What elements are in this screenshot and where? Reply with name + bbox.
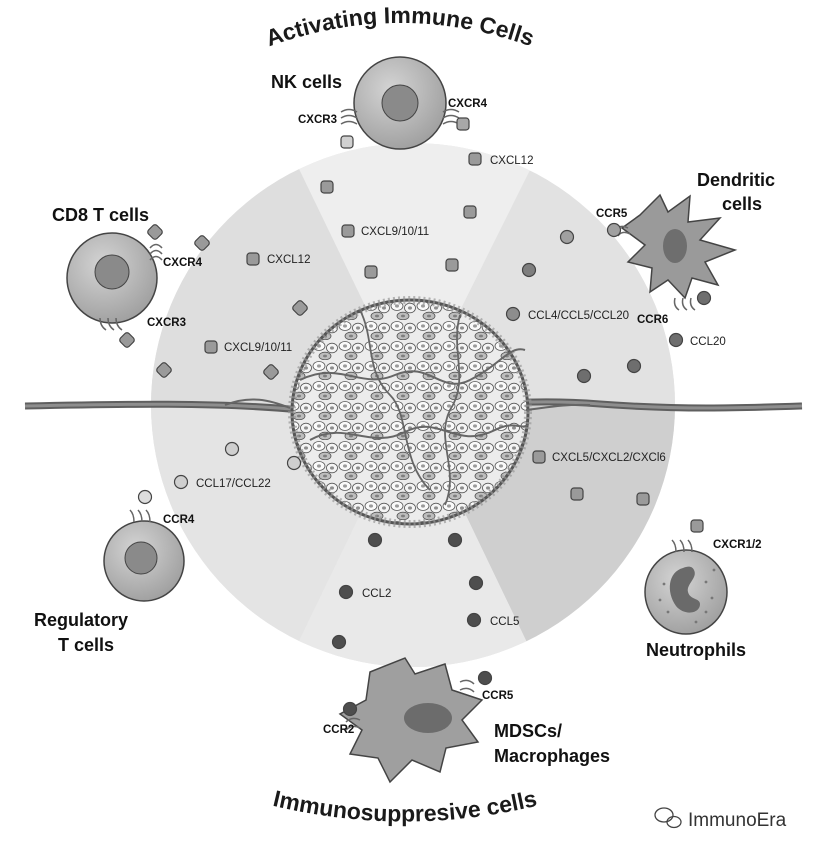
label-ccl5-mdsc: CCL5 [490,616,519,628]
cd8-receptor-cxcr3: CXCR3 [147,317,186,329]
mdsc-receptor-ccr5: CCR5 [482,690,514,702]
dc-receptor-ccr6: CCR6 [637,314,668,326]
label-ccl20-dc: CCL20 [690,336,726,348]
label-cxcl9-nk: CXCL9/10/11 [361,226,429,238]
neutrophil-cell [644,539,728,635]
nk-cell [340,56,460,150]
mdsc-receptor-ccr2: CCR2 [323,724,354,736]
neutrophil-label: Neutrophils [646,640,746,660]
mdsc-cell [338,657,484,784]
dc-receptor-ccr5: CCR5 [596,208,628,220]
receptor-icon [671,539,693,553]
sector-mdsc [280,405,545,667]
cd8-receptor-cxcr4: CXCR4 [163,257,203,269]
receptor-icon [340,108,460,125]
receptor-icon [99,243,163,331]
mdsc-label-1: MDSCs/ [494,721,562,741]
treg-receptor-ccr4: CCR4 [163,514,195,526]
chemokines-squares [119,117,704,533]
treg-cell [103,509,185,602]
watermark: ImmunoEra [654,807,787,831]
neutrophil-receptor-cxcr12: CXCR1/2 [713,539,762,551]
granules [658,568,716,624]
mdsc-label-2: Macrophages [494,746,610,766]
dendritic-cell [615,193,738,311]
treg-label-1: Regulatory [34,610,128,630]
label-cxcl12-nk: CXCL12 [490,155,533,167]
label-ccl2-mdsc: CCL2 [362,588,391,600]
label-ccl17-treg: CCL17/CCL22 [196,478,271,490]
treg-label-2: T cells [58,635,114,655]
sector-nk [285,143,545,405]
label-ccl4-dc: CCL4/CCL5/CCL20 [528,310,629,322]
title-activating: Activating Immune Cells [262,2,537,51]
receptor-icon [129,509,151,523]
cd8-cell [66,232,163,331]
receptor-icon [345,679,475,731]
nk-cell-label: NK cells [271,72,342,92]
nk-receptor-cxcr4: CXCR4 [448,98,488,110]
wechat-icon [654,807,682,829]
label-cxcl9-cd8: CXCL9/10/11 [224,342,292,354]
label-cxcl12-cd8: CXCL12 [267,254,310,266]
cd8-cell-label: CD8 T cells [52,205,149,225]
title-immunosuppressive: Immunosuppresive cells [271,785,539,826]
dendritic-label-2: cells [722,194,762,214]
nk-receptor-cxcr3: CXCR3 [298,114,337,126]
dendritic-label-1: Dendritic [697,170,775,190]
watermark-text: ImmunoEra [688,810,787,831]
chemokines-circles [137,222,712,717]
tumor-mass [224,296,591,528]
label-cxcl5-neutrophil: CXCL5/CXCL2/CXCl6 [552,452,666,464]
